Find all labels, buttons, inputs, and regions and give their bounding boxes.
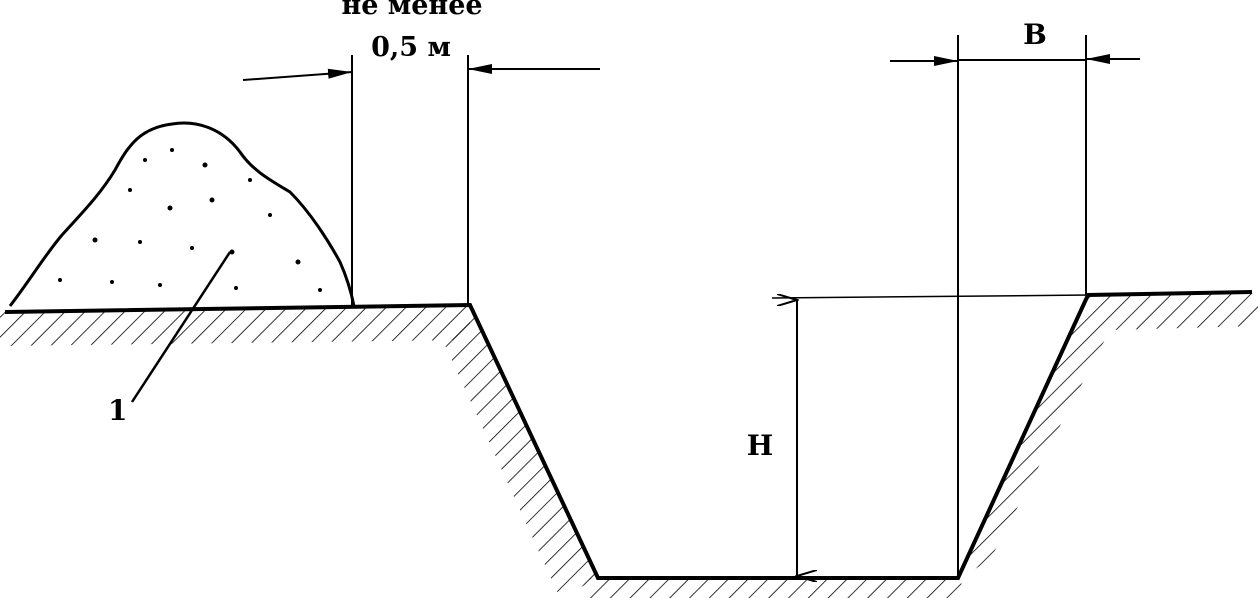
spoil-heap-texture [58,148,322,292]
left-ground-hatch [0,305,470,346]
spoil-heap-callout-label: 1 [108,394,127,427]
min-distance-arrow-left [242,68,353,81]
spoil-heap [8,121,356,307]
width-label: B [1023,18,1047,51]
callout-leader-line [130,251,232,403]
depth-extension-line-top [771,294,1091,299]
min-distance-value: 0,5 м [371,32,451,63]
trench-profile-line [4,290,1253,580]
trench-bottom-hatch [585,578,965,598]
left-slope-hatch [445,305,598,598]
depth-label: H [747,429,773,462]
right-ground-hatch [1090,293,1258,330]
min-distance-caption: не менее [341,0,482,21]
right-slope-hatch [960,295,1110,578]
